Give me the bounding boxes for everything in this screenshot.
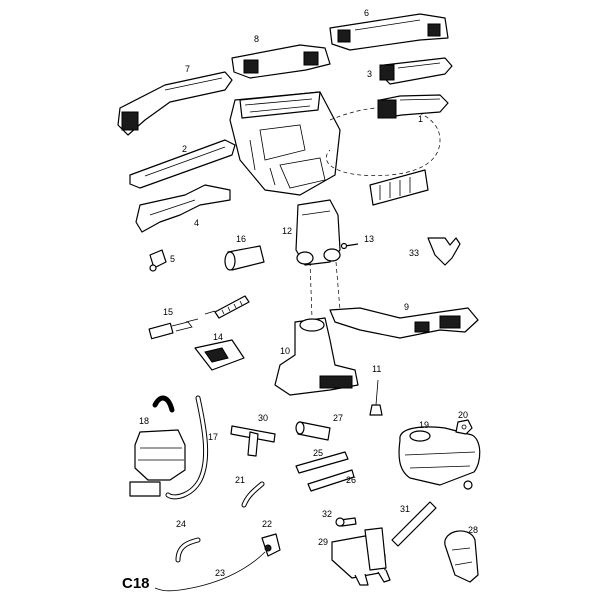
control-cable-loop: [325, 107, 441, 176]
part-2-footwell-duct: [129, 139, 236, 189]
callout-2: 2: [182, 144, 187, 154]
callout-7: 7: [185, 64, 190, 74]
part-22-valve: [261, 533, 281, 557]
callout-10: 10: [280, 346, 290, 356]
part-14-switch: [194, 339, 245, 371]
part-18-vacuum-unit: [129, 395, 186, 497]
callout-21: 21: [235, 475, 245, 485]
part-31-rod: [391, 501, 437, 547]
part-6-windscreen-duct: [329, 13, 449, 51]
callout-22: 22: [262, 519, 272, 529]
callout-31: 31: [400, 504, 410, 514]
callout-5: 5: [170, 254, 175, 264]
part-1-vent-outlet: [377, 94, 449, 119]
callout-9: 9: [404, 302, 409, 312]
callout-17: 17: [208, 432, 218, 442]
part-9-long-duct: [329, 307, 479, 339]
callout-16: 16: [236, 234, 246, 244]
callout-24: 24: [176, 519, 186, 529]
callout-18: 18: [139, 416, 149, 426]
part-17-hose: [165, 395, 209, 500]
callout-12: 12: [282, 226, 292, 236]
part-23-long-hose: [154, 551, 266, 592]
callout-8: 8: [254, 34, 259, 44]
part-7-left-vent-duct: [117, 71, 233, 136]
callout-33: 33: [409, 248, 419, 258]
rear-vent-grille: [369, 169, 429, 206]
part-13-screw: [340, 242, 359, 250]
callout-30: 30: [258, 413, 268, 423]
part-20-nut: [455, 419, 473, 435]
part-3-vent-duct: [379, 57, 453, 85]
heater-housing: [229, 91, 341, 196]
part-28-clamp: [444, 530, 479, 583]
part-16-sleeve: [224, 245, 265, 271]
part-30-t-piece: [230, 425, 276, 457]
callout-3: 3: [367, 69, 372, 79]
part-33-bracket: [427, 237, 461, 266]
part-4-rear-duct: [135, 184, 231, 233]
callout-4: 4: [194, 218, 199, 228]
page-code: C18: [122, 575, 150, 592]
callout-labels: 1 2 3 4 5 6 7 8 9 10 11 12 13 14 15 16 1…: [139, 8, 478, 578]
part-25-rod: [295, 451, 349, 474]
part-29-actuator: [331, 527, 391, 586]
callout-19: 19: [419, 420, 429, 430]
callout-23: 23: [215, 568, 225, 578]
part-8-center-duct: [231, 44, 331, 79]
callout-25: 25: [313, 448, 323, 458]
callout-11: 11: [372, 364, 381, 374]
part-24-elbow-hose: [175, 537, 201, 563]
callout-28: 28: [468, 525, 478, 535]
callout-15: 15: [163, 307, 173, 317]
part-12-intake-adapter: [295, 199, 341, 266]
part-19-reservoir: [398, 426, 481, 490]
part-27-plug: [295, 421, 331, 441]
callout-20: 20: [458, 410, 468, 420]
callout-1: 1: [418, 114, 423, 124]
part-10-distribution-box: [274, 317, 359, 396]
assembly-guide-lines: [309, 261, 341, 319]
part-15-corrugated-cable: [148, 295, 250, 340]
callout-6: 6: [364, 8, 369, 18]
part-32-screw: [335, 517, 357, 527]
callout-29: 29: [318, 537, 328, 547]
callout-27: 27: [333, 413, 343, 423]
callout-14: 14: [213, 332, 223, 342]
callout-26: 26: [346, 475, 356, 485]
callout-32: 32: [322, 509, 332, 519]
part-11-rod: [369, 379, 383, 416]
part-21-elbow: [241, 481, 265, 508]
callout-13: 13: [364, 234, 374, 244]
part-26-rod: [307, 469, 355, 492]
part-5-clip: [149, 249, 167, 272]
